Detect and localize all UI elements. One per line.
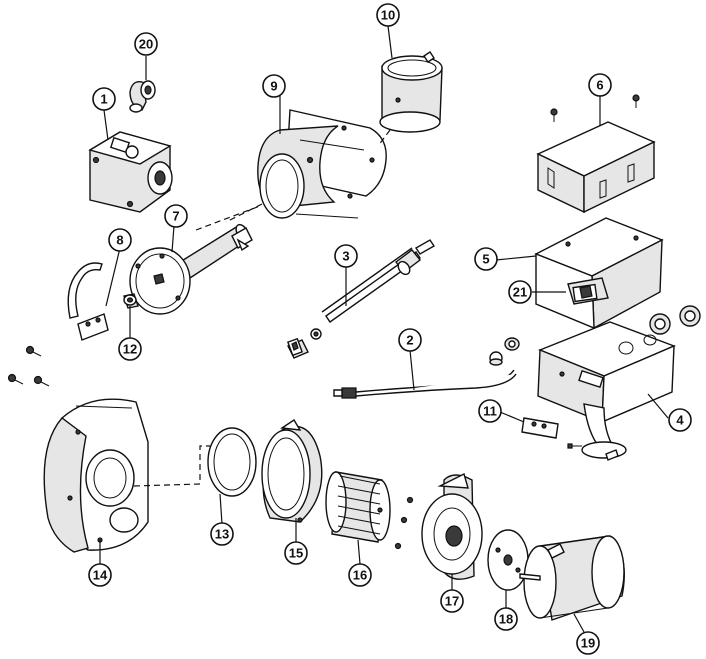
part-8-oil-line <box>67 262 109 341</box>
callout-2-label: 2 <box>406 333 413 348</box>
callout-8-label: 8 <box>116 233 123 248</box>
callout-6: 6 <box>588 73 612 97</box>
part-6-cover <box>536 94 656 214</box>
callout-21: 21 <box>508 280 532 304</box>
callout-3-label: 3 <box>342 249 349 264</box>
callout-13-label: 13 <box>215 527 229 542</box>
screws-left <box>7 345 50 387</box>
callout-15-label: 15 <box>289 546 303 561</box>
callout-12: 12 <box>118 337 142 361</box>
callout-7-label: 7 <box>172 209 179 224</box>
part-19-motor <box>519 535 625 621</box>
part-17-motor-plate <box>421 472 483 580</box>
part-1-oil-pump <box>88 131 173 213</box>
callout-10: 10 <box>376 3 400 27</box>
callout-5: 5 <box>474 247 498 271</box>
callout-1: 1 <box>92 87 116 111</box>
callout-3: 3 <box>334 244 358 268</box>
callout-18: 18 <box>494 607 518 631</box>
callout-15: 15 <box>284 541 308 565</box>
part-4-control-box <box>537 321 676 461</box>
callout-4: 4 <box>668 408 692 432</box>
callout-14-label: 14 <box>93 568 108 583</box>
small-fasteners <box>394 496 414 550</box>
grommets <box>489 305 701 366</box>
part-3-electrode-assembly <box>287 239 435 359</box>
callout-10-label: 10 <box>381 8 395 23</box>
part-13-gasket <box>207 427 257 497</box>
callout-21-label: 21 <box>513 285 527 300</box>
callout-12-label: 12 <box>123 342 137 357</box>
callout-5-label: 5 <box>482 252 489 267</box>
callout-6-label: 6 <box>596 78 603 93</box>
part-15-blower-housing <box>261 419 323 523</box>
callout-11: 11 <box>478 399 502 423</box>
part-12-nozzle <box>123 293 139 309</box>
part-2-cable <box>333 369 517 399</box>
callout-17: 17 <box>440 589 464 613</box>
leader-lines <box>99 25 669 633</box>
callout-8: 8 <box>108 228 132 252</box>
part-7-air-tube-flange <box>129 205 261 315</box>
callout-9: 9 <box>262 74 286 98</box>
part-16-blower-wheel <box>325 471 391 543</box>
part-21-terminal <box>567 277 609 305</box>
callout-18-label: 18 <box>499 612 513 627</box>
callout-16-label: 16 <box>353 568 367 583</box>
part-14-housing <box>43 398 210 553</box>
callout-17-label: 17 <box>445 594 459 609</box>
callout-16: 16 <box>348 563 372 587</box>
callout-11-label: 11 <box>483 404 497 419</box>
part-10-air-ring <box>377 51 443 147</box>
part-5-transformer <box>534 217 664 330</box>
part-20-elbow-fitting <box>129 80 156 113</box>
callout-4-label: 4 <box>676 413 684 428</box>
callout-1-label: 1 <box>100 92 107 107</box>
callout-19-label: 19 <box>581 636 595 651</box>
callout-19: 19 <box>576 631 600 655</box>
callout-9-label: 9 <box>270 79 277 94</box>
callout-2: 2 <box>398 328 422 352</box>
callout-20-label: 20 <box>139 37 153 52</box>
part-18-plate <box>487 529 529 591</box>
callout-7: 7 <box>164 204 188 228</box>
part-9-blast-tube <box>225 109 387 223</box>
callout-13: 13 <box>210 522 234 546</box>
part-11-bracket <box>521 417 559 439</box>
callout-14: 14 <box>88 563 112 587</box>
callout-20: 20 <box>134 32 158 56</box>
